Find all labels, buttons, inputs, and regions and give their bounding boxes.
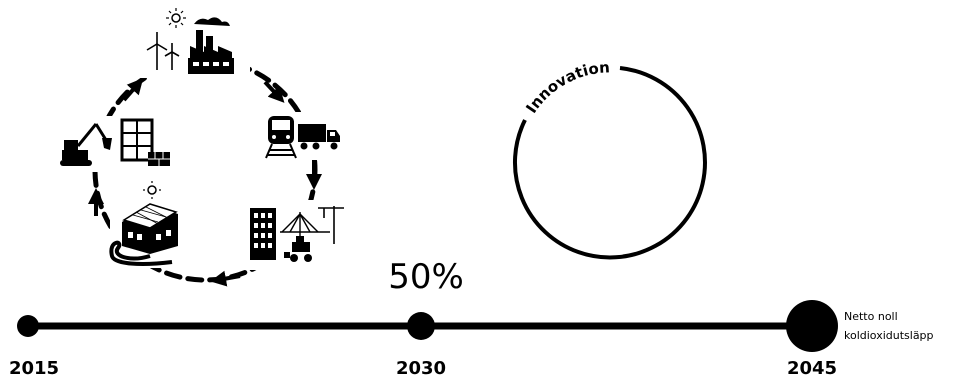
innovation-circle: Innovation <box>513 58 707 260</box>
solar-house-icon <box>109 180 192 268</box>
end-goal-note-line2: koldioxidutsläpp <box>844 329 934 342</box>
cycle-arrow-icon <box>263 80 285 103</box>
innovation-label: Innovation <box>522 58 610 116</box>
innovation-ring <box>513 66 707 260</box>
timeline-point-start <box>17 315 39 337</box>
train-truck-transport-icon <box>262 112 344 160</box>
factory-wind-solar-icon <box>140 0 250 78</box>
timeline: 2015 2030 2045 Netto noll koldioxidutslä… <box>9 300 934 379</box>
timeline-year-2015: 2015 <box>9 358 59 379</box>
city-bridge-construction-icon <box>246 200 348 270</box>
cycle-arrow-icon <box>122 77 144 102</box>
excavator-building-icon <box>58 116 174 172</box>
timeline-year-2030: 2030 <box>396 358 446 379</box>
end-goal-note-line1: Netto noll <box>844 310 898 323</box>
milestone-percentage: 50% <box>388 257 464 297</box>
timeline-point-mid <box>407 312 435 340</box>
timeline-year-2045: 2045 <box>787 358 837 379</box>
cycle-arrow-icon <box>210 270 241 287</box>
lifecycle-cycle <box>58 0 348 287</box>
timeline-point-end <box>786 300 838 352</box>
